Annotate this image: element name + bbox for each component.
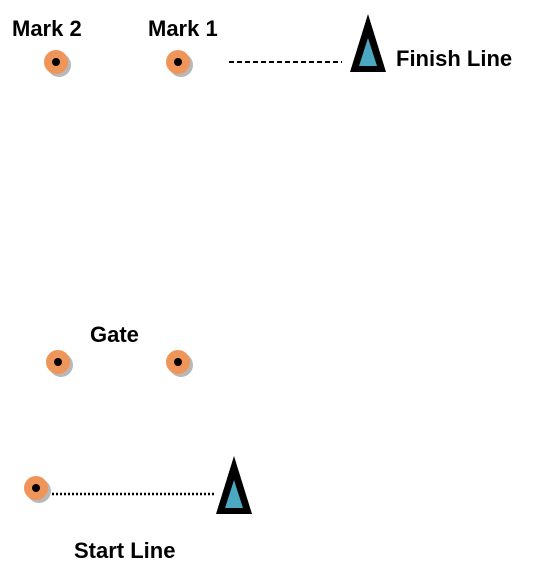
start-line-label: Start Line	[74, 538, 176, 563]
mark-1-buoy-icon	[166, 50, 193, 77]
mark-1-label: Mark 1	[148, 16, 218, 41]
mark-2-label: Mark 2	[12, 16, 82, 41]
gate-right-buoy-icon	[166, 350, 193, 377]
start-buoy-icon	[24, 476, 51, 503]
start-flag-icon	[216, 456, 252, 514]
finish-line-label: Finish Line	[396, 46, 513, 71]
gate-label: Gate	[90, 322, 139, 347]
gate-left-buoy-icon	[46, 350, 73, 377]
mark-2-buoy-icon	[44, 50, 71, 77]
finish-flag-icon	[350, 14, 386, 72]
